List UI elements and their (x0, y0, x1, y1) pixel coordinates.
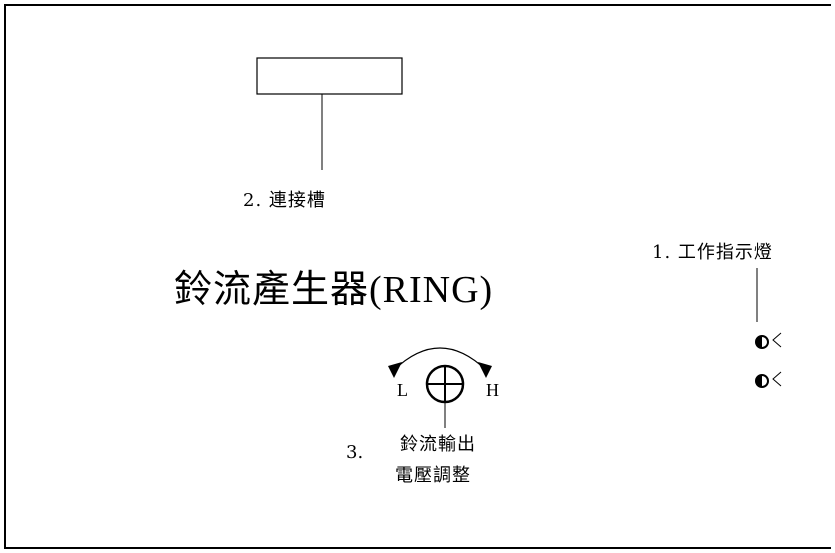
knob-low-label: L (397, 380, 408, 400)
indicator-label: 1. 工作指示燈 (652, 242, 773, 263)
indicator-lamp-2 (755, 371, 782, 388)
device-title: 鈴流產生器(RING) (174, 269, 494, 311)
indicator-lamp-1 (755, 332, 782, 349)
knob-label-line2: 電壓調整 (395, 465, 471, 486)
slot-label: 2. 連接槽 (243, 190, 326, 211)
device-panel (4, 4, 831, 549)
rotation-arrowhead-right (478, 362, 492, 378)
knob-high-label: H (486, 380, 499, 400)
voltage-adjust-knob[interactable] (425, 364, 465, 404)
rotation-arrow-arc (393, 347, 487, 371)
knob-label-line1: 鈴流輸出 (400, 434, 476, 455)
knob-number: 3. (346, 442, 364, 463)
rotation-arrowhead-left (388, 362, 402, 378)
connection-slot (256, 57, 403, 95)
